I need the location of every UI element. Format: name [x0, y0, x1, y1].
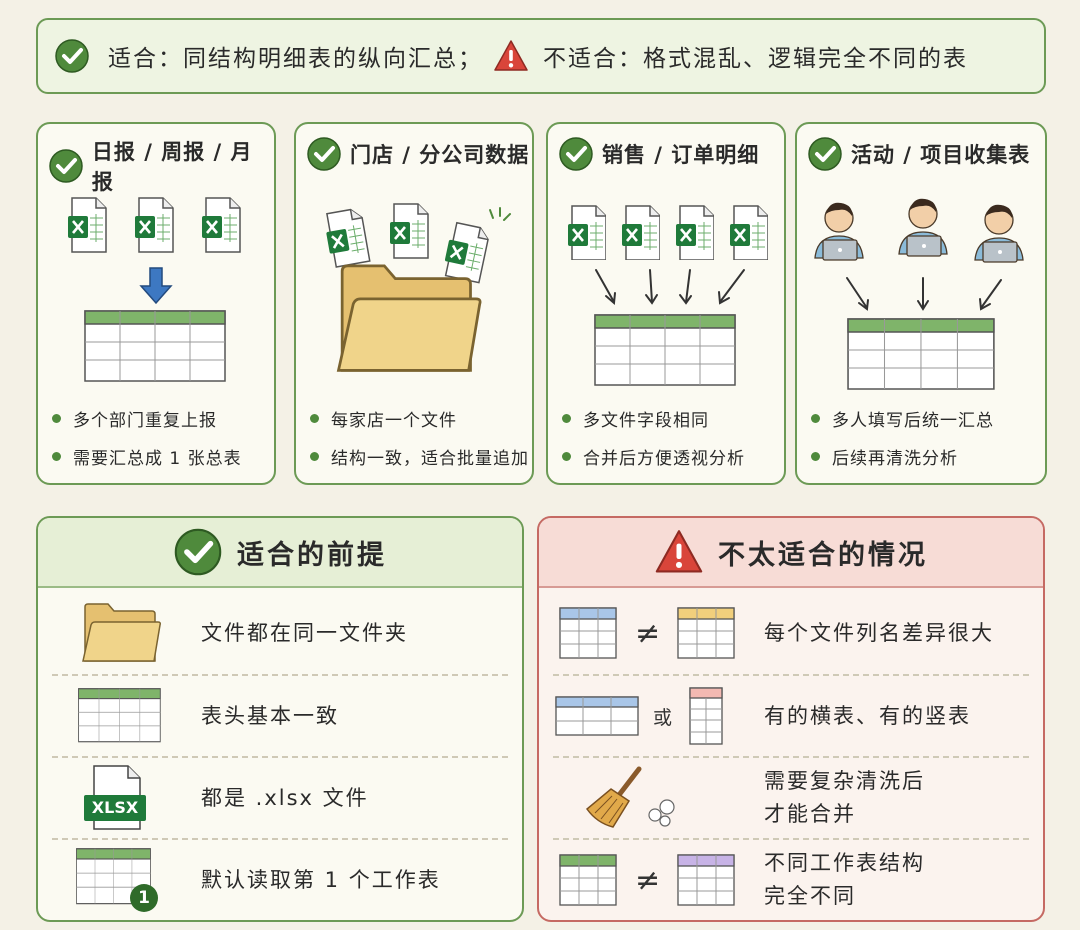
list-item: ≠ 每个文件列名差异很大 — [539, 593, 1043, 673]
item-label: 默认读取第 1 个工作表 — [201, 867, 441, 892]
item-label: 文件都在同一文件夹 — [201, 620, 408, 645]
check-circle-icon — [306, 136, 342, 172]
list-item: 多人填写后统一汇总 — [811, 399, 994, 437]
divider — [553, 838, 1029, 840]
divider — [553, 674, 1029, 676]
divider — [52, 674, 508, 676]
card-bullets: 多个部门重复上报 需要汇总成 1 张总表 — [52, 399, 242, 475]
divider — [52, 756, 508, 758]
card-title: 销售 / 订单明细 — [602, 143, 760, 167]
divider — [553, 756, 1029, 758]
converging-arrows-icon — [846, 277, 1002, 311]
not-equal-symbol: ≠ — [635, 615, 661, 651]
check-circle-icon — [807, 136, 843, 172]
not-equal-symbol: ≠ — [635, 862, 661, 898]
broom-icon — [585, 766, 675, 828]
table-icon — [559, 854, 617, 906]
table-icon — [594, 314, 736, 386]
card-header: 活动 / 项目收集表 — [807, 136, 1030, 172]
list-item: 文件都在同一文件夹 — [38, 593, 522, 673]
table-icon — [559, 607, 617, 659]
card-title: 日报 / 周报 / 月报 — [91, 140, 253, 194]
excel-file-icon — [674, 204, 714, 260]
list-item: 或 有的横表、有的竖表 — [539, 676, 1043, 756]
list-item: 需要汇总成 1 张总表 — [52, 437, 242, 475]
excel-file-icon — [388, 202, 430, 260]
list-item: 需要复杂清洗后 才能合并 — [539, 758, 1043, 838]
arrow-down-icon — [139, 267, 173, 305]
excel-file-icon — [66, 196, 108, 254]
sparkle-icon — [489, 207, 511, 221]
horizontal-table-icon — [555, 696, 639, 736]
card-header: 销售 / 订单明细 — [558, 136, 759, 172]
excel-file-icon — [200, 196, 242, 254]
check-circle-icon — [48, 148, 84, 184]
card-bullets: 多人填写后统一汇总 后续再清洗分析 — [811, 399, 994, 475]
panel-title: 适合的前提 — [237, 539, 387, 571]
suitable-conditions-panel: 适合的前提 文件都在同一文件夹 表头基本一致 XLSX 都是 .xlsx 文件 … — [36, 516, 524, 922]
card-title: 门店 / 分公司数据 — [350, 143, 530, 167]
list-item: 多个部门重复上报 — [52, 399, 242, 437]
card-bullets: 每家店一个文件 结构一致，适合批量追加 — [310, 399, 529, 475]
vertical-table-icon — [689, 687, 723, 745]
person-with-laptop-icon — [898, 198, 948, 257]
list-item: 结构一致，适合批量追加 — [310, 437, 529, 475]
check-circle-icon — [54, 38, 90, 74]
banner-bad-text: 不适合：格式混乱、逻辑完全不同的表 — [543, 46, 968, 72]
item-label: 都是 .xlsx 文件 — [201, 785, 369, 810]
item-label: 每个文件列名差异很大 — [764, 620, 994, 645]
scenario-card-collection: 活动 / 项目收集表 多人填写后统一汇总 后续再清洗分析 — [795, 122, 1047, 485]
excel-file-icon — [133, 196, 175, 254]
folder-icon — [82, 603, 161, 662]
panel-title: 不太适合的情况 — [718, 539, 928, 571]
table-icon — [677, 607, 735, 659]
list-item: 每家店一个文件 — [310, 399, 529, 437]
card-bullets: 多文件字段相同 合并后方便透视分析 — [562, 399, 745, 475]
scenario-card-sales: 销售 / 订单明细 多文件字段相同 合并后方便透视分析 — [546, 122, 786, 485]
item-label: 表头基本一致 — [201, 703, 339, 728]
summary-banner: 适合：同结构明细表的纵向汇总； 不适合：格式混乱、逻辑完全不同的表 — [36, 18, 1046, 94]
list-item: 合并后方便透视分析 — [562, 437, 745, 475]
table-icon — [78, 688, 161, 743]
sheet-number-badge: 1 — [130, 884, 158, 912]
card-header: 日报 / 周报 / 月报 — [48, 136, 274, 196]
scenario-card-reports: 日报 / 周报 / 月报 多个部门重复上报 需要汇总成 1 张总表 — [36, 122, 276, 485]
card-title: 活动 / 项目收集表 — [851, 143, 1031, 167]
xlsx-label: XLSX — [84, 795, 146, 821]
card-header: 门店 / 分公司数据 — [306, 136, 529, 172]
worksheet-icon: 1 — [76, 848, 158, 912]
folder-icon — [337, 264, 482, 372]
banner-ok-text: 适合：同结构明细表的纵向汇总； — [108, 46, 483, 72]
check-circle-icon — [558, 136, 594, 172]
list-item: 1 默认读取第 1 个工作表 — [38, 840, 522, 920]
unsuitable-cases-panel: 不太适合的情况 ≠ 每个文件列名差异很大 或 有的横表、有的竖表 — [537, 516, 1045, 922]
table-icon — [847, 318, 995, 390]
person-with-laptop-icon — [974, 204, 1024, 263]
person-with-laptop-icon — [814, 202, 864, 261]
scenario-card-stores: 门店 / 分公司数据 每家店一个文件 结构一致，适合批量追加 — [294, 122, 534, 485]
table-icon — [677, 854, 735, 906]
item-label: 有的横表、有的竖表 — [764, 703, 971, 728]
table-icon — [84, 310, 226, 382]
excel-file-icon — [728, 204, 768, 260]
divider — [52, 838, 508, 840]
or-label: 或 — [653, 706, 673, 729]
warning-triangle-icon — [494, 40, 528, 71]
converging-arrows-icon — [595, 269, 745, 306]
list-item: XLSX 都是 .xlsx 文件 — [38, 758, 522, 838]
panel-header: 适合的前提 — [38, 518, 522, 588]
item-label: 不同工作表结构 完全不同 — [764, 851, 925, 908]
xlsx-file-icon: XLSX — [84, 765, 148, 831]
check-circle-icon — [173, 527, 223, 577]
warning-triangle-icon — [655, 530, 703, 573]
item-label: 需要复杂清洗后 才能合并 — [764, 769, 925, 826]
list-item: 多文件字段相同 — [562, 399, 745, 437]
excel-file-icon — [566, 204, 606, 260]
list-item: ≠ 不同工作表结构 完全不同 — [539, 840, 1043, 920]
panel-header: 不太适合的情况 — [539, 518, 1043, 588]
list-item: 表头基本一致 — [38, 676, 522, 756]
list-item: 后续再清洗分析 — [811, 437, 994, 475]
excel-file-icon — [620, 204, 660, 260]
